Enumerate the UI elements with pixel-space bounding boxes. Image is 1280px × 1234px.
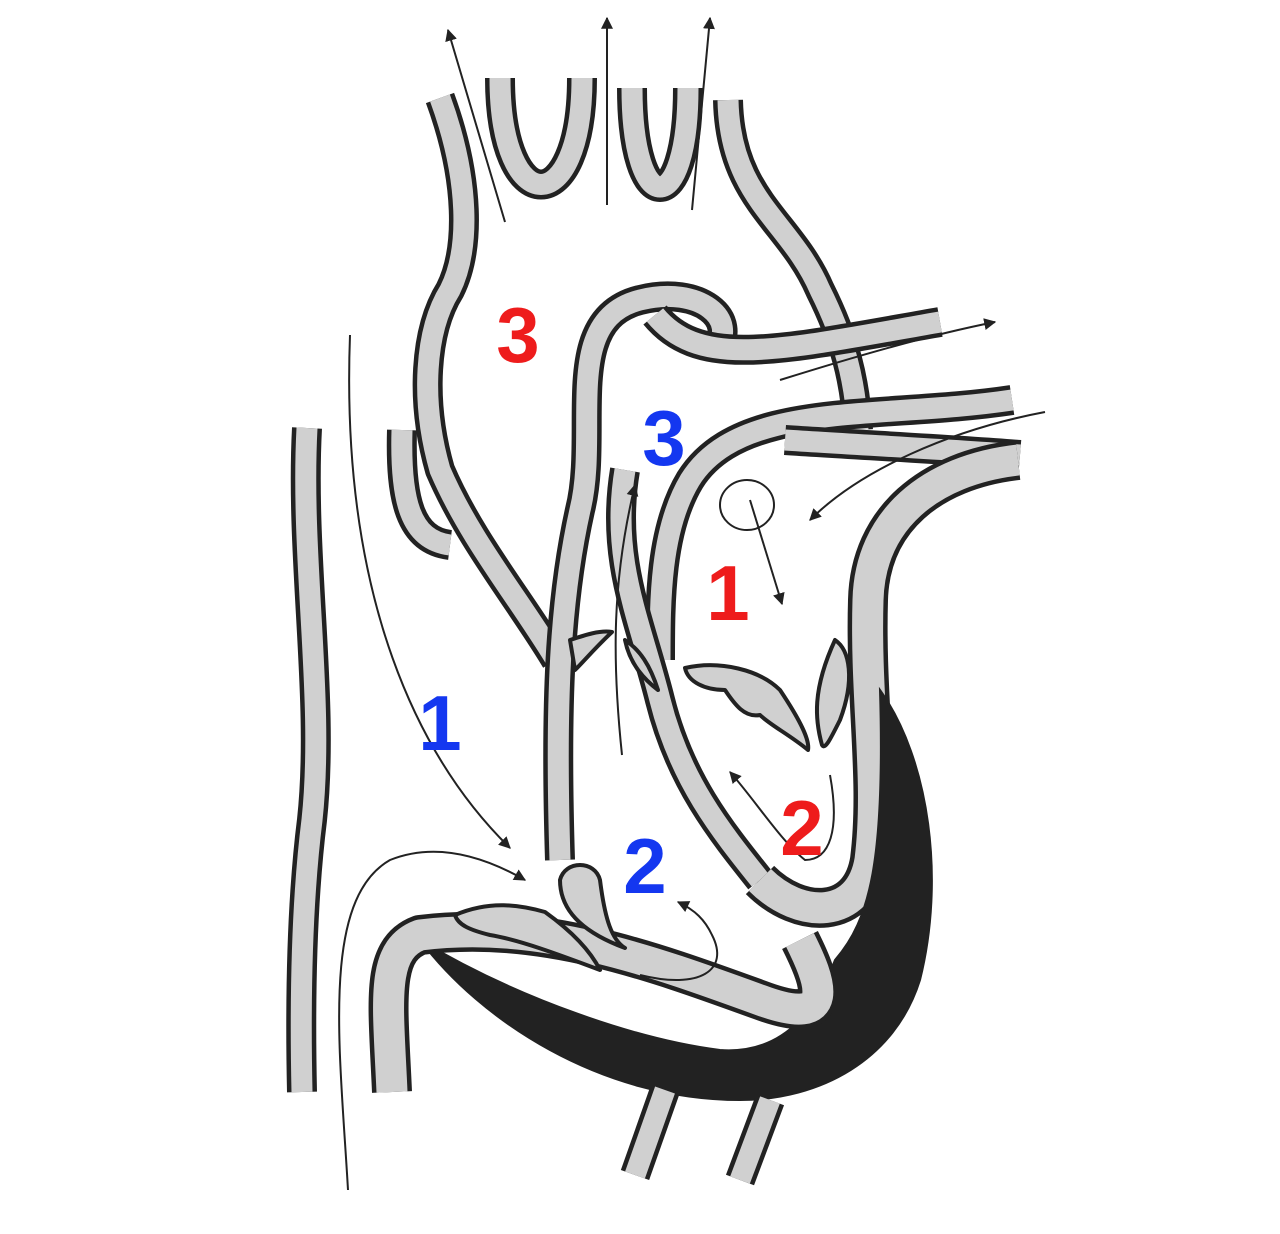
aortic-arch-branches: [500, 78, 688, 187]
label-blue-1: 1: [418, 679, 461, 767]
mitral-valve: [685, 665, 808, 750]
pulmonary-valve: [570, 632, 612, 670]
label-red-1: 1: [706, 549, 749, 637]
aorta-right-wall: [728, 100, 858, 430]
vena-cava-left-vessel: [301, 428, 316, 1092]
label-blue-2: 2: [623, 822, 666, 910]
inferior-vessels: [635, 1090, 770, 1180]
blood-flow-arrows: [339, 18, 1045, 1190]
label-red-3: 3: [496, 291, 539, 379]
label-blue-3: 3: [642, 394, 685, 482]
flow-ring: [720, 480, 774, 530]
label-red-2: 2: [780, 784, 823, 872]
flow-arrow-ivc: [339, 852, 525, 1190]
mitral-valve-leaflet: [817, 640, 849, 746]
flow-arrow-la-down: [750, 500, 782, 604]
